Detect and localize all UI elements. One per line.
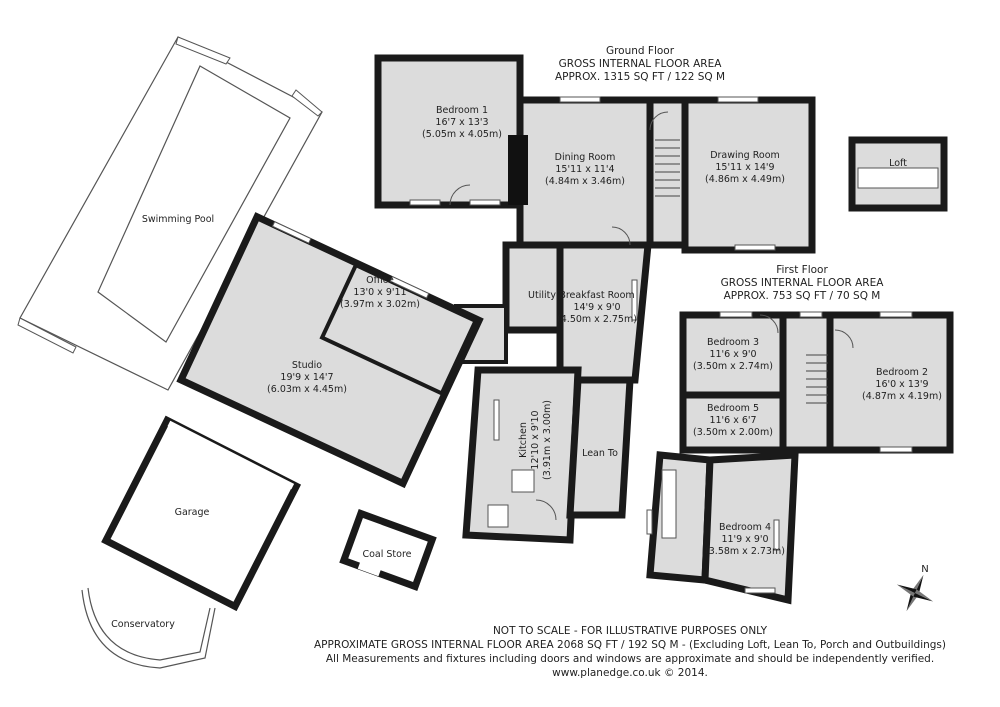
bedroom-2-imperial: 16'0 x 13'9 (875, 379, 928, 390)
bedroom-2-metric: (4.87m x 4.19m) (862, 391, 942, 402)
conservatory (81, 587, 216, 669)
office-imperial: 13'0 x 9'11 (353, 287, 406, 298)
bedroom-1-imperial: 16'7 x 13'3 (435, 117, 488, 128)
dining-room-label: Dining Room (555, 152, 616, 163)
bedroom-4-metric: (3.58m x 2.73m) (705, 546, 785, 557)
drawing-room-label: Drawing Room (710, 150, 780, 161)
utility-label: Utility (528, 290, 556, 301)
compass-rose (896, 574, 934, 612)
bedroom-4-label: Bedroom 4 (719, 522, 771, 533)
room-drawing (681, 96, 816, 254)
studio-label: Studio (292, 360, 322, 371)
footer-line-1: NOT TO SCALE - FOR ILLUSTRATIVE PURPOSES… (493, 625, 768, 637)
coal-store-label: Coal Store (362, 549, 411, 560)
garage-label: Garage (175, 507, 210, 518)
bedroom-3-imperial: 11'6 x 9'0 (709, 349, 756, 360)
swimming-pool-label: Swimming Pool (142, 214, 214, 225)
room-bathroom (646, 451, 714, 584)
bedroom-3-metric: (3.50m x 2.74m) (693, 361, 773, 372)
compass-north-label: N (921, 564, 928, 575)
room-bedroom-4 (701, 451, 799, 605)
kitchen-label: Kitchen (518, 422, 529, 458)
bedroom-5-imperial: 11'6 x 6'7 (709, 415, 756, 426)
loft (848, 136, 948, 212)
footer-line-2: APPROXIMATE GROSS INTERNAL FLOOR AREA 20… (314, 639, 946, 651)
bedroom-1-label: Bedroom 1 (436, 105, 488, 116)
first-floor (646, 311, 954, 605)
room-breakfast (556, 241, 652, 384)
dining-room-metric: (4.84m x 3.46m) (545, 176, 625, 187)
first-floor-area-line1: GROSS INTERNAL FLOOR AREA (721, 277, 885, 289)
studio-imperial: 19'9 x 14'7 (280, 372, 333, 383)
ground-floor-area-line1: GROSS INTERNAL FLOOR AREA (559, 58, 723, 70)
studio-building (176, 212, 484, 489)
coal-store (339, 509, 437, 591)
ground-floor-title: Ground Floor (606, 45, 675, 57)
bedroom-5-label: Bedroom 5 (707, 403, 759, 414)
breakfast-room-metric: (4.50m x 2.75m) (557, 314, 637, 325)
studio-metric: (6.03m x 4.45m) (267, 384, 347, 395)
bedroom-5-metric: (3.50m x 2.00m) (693, 427, 773, 438)
lean-to-label: Lean To (582, 448, 618, 459)
first-floor-area-line2: APPROX. 753 SQ FT / 70 SQ M (724, 290, 881, 302)
first-floor-title: First Floor (776, 264, 828, 276)
footer-line-3: All Measurements and fixtures including … (326, 653, 934, 665)
breakfast-room-label: Breakfast Room (559, 290, 634, 301)
room-landing (779, 311, 834, 454)
bedroom-3-label: Bedroom 3 (707, 337, 759, 348)
conservatory-label: Conservatory (111, 619, 175, 630)
room-lean-to (566, 376, 634, 519)
drawing-room-imperial: 15'11 x 14'9 (715, 162, 774, 173)
bedroom-2-label: Bedroom 2 (876, 367, 928, 378)
ground-floor-area-line2: APPROX. 1315 SQ FT / 122 SQ M (555, 71, 725, 83)
office-label: Office (366, 275, 394, 286)
breakfast-room-imperial: 14'9 x 9'0 (573, 302, 620, 313)
loft-label: Loft (889, 158, 907, 169)
bedroom-1-metric: (5.05m x 4.05m) (422, 129, 502, 140)
drawing-room-metric: (4.86m x 4.49m) (705, 174, 785, 185)
office-metric: (3.97m x 3.02m) (340, 299, 420, 310)
bedroom-4-imperial: 11'9 x 9'0 (721, 534, 768, 545)
room-bedroom-5 (679, 391, 787, 454)
dining-room-imperial: 15'11 x 11'4 (555, 164, 614, 175)
garage (101, 415, 302, 612)
kitchen-metric: (3.91m x 3.00m) (542, 400, 553, 480)
ground-floor-house (374, 54, 816, 544)
kitchen-imperial: 12'10 x 9'10 (530, 410, 541, 469)
footer-line-4: www.planedge.co.uk © 2014. (552, 667, 708, 679)
room-utility (502, 241, 564, 334)
swimming-pool (17, 36, 323, 391)
